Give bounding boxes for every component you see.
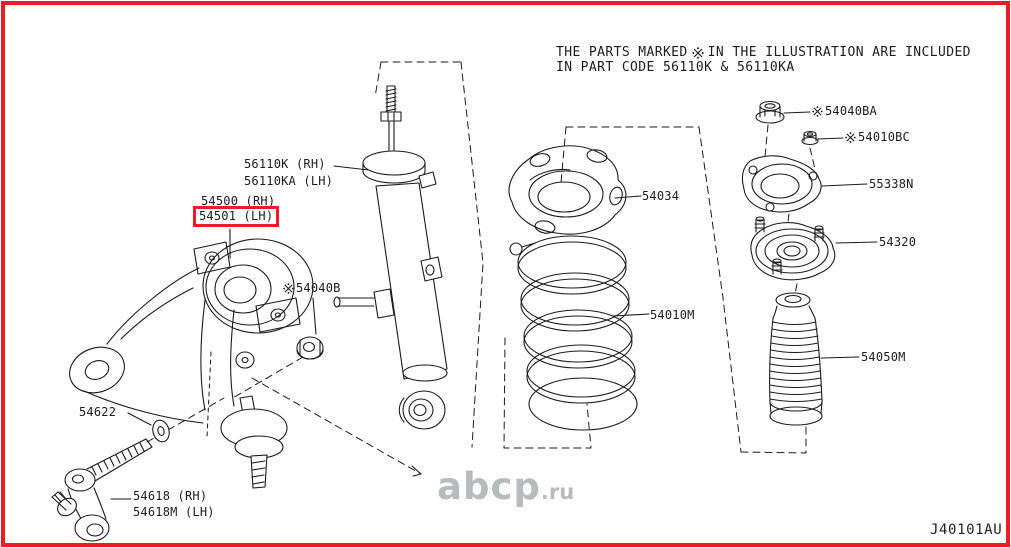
watermark-suffix: .ru [540, 480, 575, 504]
part-number: 54040B [296, 281, 341, 295]
dashed-arrowhead [411, 465, 422, 477]
washer-drawing [152, 419, 170, 443]
hidden-lines [206, 351, 212, 438]
note-line1-pre: THE PARTS MARKED [556, 45, 688, 60]
lower-arm-knuckle-drawing [69, 267, 288, 489]
nut-54040ba-drawing [755, 100, 785, 124]
nut-54040b-drawing [296, 336, 324, 360]
bearing-plate-drawing [741, 155, 822, 213]
part-label-54501-highlighted: 54501 (LH) [193, 206, 280, 227]
spring-seat-drawing [508, 145, 627, 235]
transverse-link-bushing-drawing [193, 238, 314, 334]
watermark-logo: abcp.ru [437, 468, 574, 505]
part-label-54618: 54618 (RH) [133, 489, 208, 503]
note-line-1: THE PARTS MARKED IN THE ILLUSTRATION ARE… [556, 45, 971, 60]
diagram-code: J40101AU [930, 522, 1003, 538]
part-label-55338n: 55338N [869, 177, 914, 191]
part-label-54320: 54320 [879, 235, 917, 249]
part-label-54500: 54500 (RH) [201, 194, 276, 208]
part-label-54010m: 54010M [650, 308, 695, 322]
part-number: 54040BA [825, 104, 877, 118]
reference-mark-icon [691, 46, 704, 59]
part-label-54622: 54622 [79, 405, 117, 419]
part-label-56110k: 56110K (RH) [244, 157, 326, 171]
note-line-2: IN PART CODE 56110K & 56110KA [556, 60, 795, 75]
note-line1-post: IN THE ILLUSTRATION ARE INCLUDED [707, 45, 971, 60]
strut-drawing [333, 85, 448, 430]
part-number: 54010BC [858, 130, 910, 144]
coil-spring-drawing [509, 235, 638, 431]
part-label-54034: 54034 [642, 189, 680, 203]
stabilizer-link-drawing [51, 438, 153, 542]
part-label-54040ba: 54040BA [812, 104, 877, 119]
reference-mark-icon [845, 132, 856, 143]
dashed-assembly-lines [146, 61, 816, 475]
dust-boot-drawing [769, 292, 823, 426]
part-label-54040b: 54040B [283, 281, 341, 296]
reference-mark-icon [283, 283, 294, 294]
label-leader-lines [110, 111, 878, 500]
strut-mount-drawing [750, 216, 836, 281]
nut-54010bc-drawing [801, 130, 819, 146]
watermark-text: abcp [437, 465, 541, 508]
part-label-56110ka: 56110KA (LH) [244, 174, 334, 188]
note-text: THE PARTS MARKED IN THE ILLUSTRATION ARE… [556, 45, 971, 75]
part-label-54010bc: 54010BC [845, 130, 910, 145]
part-label-54618m: 54618M (LH) [133, 505, 215, 519]
part-label-54050m: 54050M [861, 350, 906, 364]
reference-mark-icon [812, 106, 823, 117]
